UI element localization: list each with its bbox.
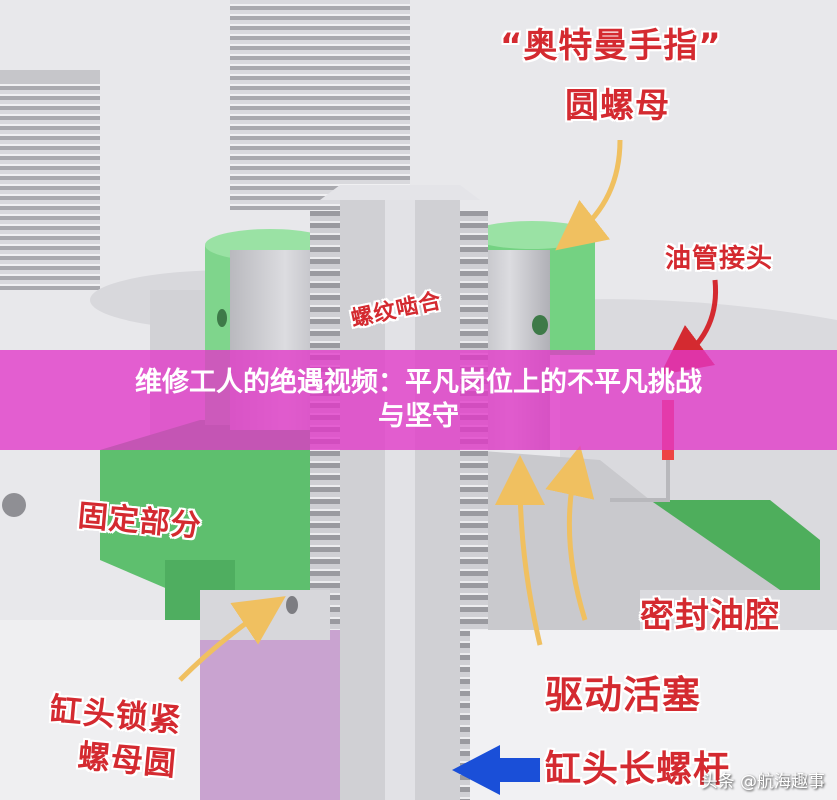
central-long-bolt — [310, 185, 488, 800]
arrow-to-lock-nut — [178, 596, 286, 682]
label-oil-fitting: 油管接头 — [665, 244, 774, 274]
lock-nut-ring — [200, 590, 330, 640]
left-threaded-bolt — [0, 70, 100, 290]
label-long-bolt: 缸头长螺杆 — [545, 749, 731, 790]
left-floor — [0, 620, 200, 800]
hole-left — [2, 493, 26, 517]
label-ottoman-nut-line1: “奥特曼手指” — [500, 26, 722, 66]
hole-left-green — [217, 309, 227, 327]
top-threaded-bolt — [230, 0, 410, 210]
label-cyl-nut-line2: 螺母圆 — [76, 736, 179, 784]
hole-lock-nut — [286, 596, 298, 614]
arrow-to-piston — [495, 455, 546, 646]
banner-title-line2: 与坚守 — [378, 401, 459, 432]
arrow-to-ottoman-nut — [555, 139, 623, 251]
watermark-text: 头条 @航海趣事 — [700, 772, 825, 792]
title-banner: 维修工人的绝遇视频：平凡岗位上的不平凡挑战 与坚守 — [0, 350, 837, 450]
hole-right — [532, 315, 548, 335]
left-base-block — [190, 630, 340, 800]
label-seal-chamber: 密封油腔 — [640, 596, 780, 636]
label-ottoman-nut-line2: 圆螺母 — [565, 86, 670, 126]
label-drive-piston: 驱动活塞 — [545, 673, 702, 717]
arrow-to-seal-chamber — [545, 445, 595, 621]
green-step-right — [650, 500, 820, 590]
blue-arrow-icon — [452, 745, 540, 795]
banner-title-line1: 维修工人的绝遇视频：平凡岗位上的不平凡挑战 — [135, 367, 702, 398]
